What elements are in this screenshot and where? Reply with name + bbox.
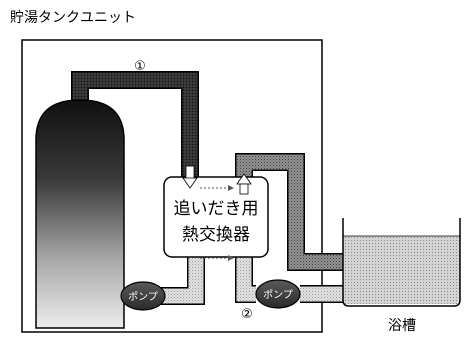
storage-tank bbox=[35, 99, 125, 329]
circuit-1-label: ① bbox=[134, 59, 146, 74]
unit-title: 貯湯タンクユニット bbox=[10, 9, 136, 26]
bathtub-water bbox=[343, 236, 460, 304]
heat-exchanger bbox=[163, 176, 269, 258]
pump-left bbox=[120, 281, 166, 311]
flow-arrow-upper bbox=[200, 185, 234, 191]
pump-left-label: ポンプ bbox=[128, 291, 158, 303]
circuit-2-label: ② bbox=[241, 307, 253, 322]
down-arrow-icon bbox=[182, 165, 198, 189]
exchanger-label-line2: 熱交換器 bbox=[182, 225, 250, 245]
pump-right-label: ポンプ bbox=[263, 289, 293, 301]
exchanger-label-line1: 追いだき用 bbox=[174, 199, 259, 219]
flow-arrow-lower bbox=[200, 255, 234, 261]
up-arrow-icon bbox=[236, 173, 252, 195]
bathtub bbox=[342, 218, 461, 307]
pump-right bbox=[255, 279, 301, 309]
bathtub-label: 浴槽 bbox=[388, 318, 416, 334]
